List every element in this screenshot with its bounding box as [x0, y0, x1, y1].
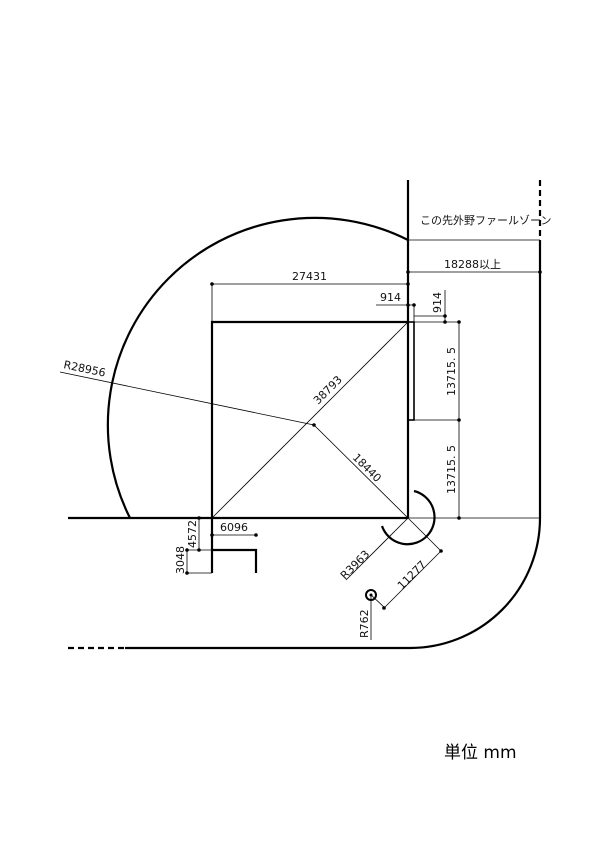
home-plate-arc [380, 489, 436, 546]
outfield-fence-arc [106, 216, 409, 519]
coach-box [210, 518, 258, 573]
diagonal-line [211, 321, 409, 519]
dim-13715-top-label: 13715. 5 [445, 347, 458, 396]
dim-13715-bottom-label: 13715. 5 [445, 445, 458, 494]
unit-label: 単位 mm [444, 743, 517, 763]
dim-27431-label: 27431 [292, 270, 327, 283]
dim-r762-label: R762 [358, 609, 371, 638]
dim-914-h-label: 914 [380, 291, 401, 304]
dim-11277-label: 11277 [395, 558, 429, 592]
first-base-bag [407, 321, 415, 421]
dim-4572-label: 4572 [186, 520, 199, 548]
outer-boundary [125, 240, 542, 650]
dim-3048-label: 3048 [174, 546, 187, 574]
dim-18288-label: 18288以上 [444, 258, 501, 271]
foul-zone-label: この先外野ファールゾーン [420, 214, 551, 227]
dim-6096-label: 6096 [220, 521, 248, 534]
dim-r3963-label: R3963 [338, 548, 372, 582]
dim-r28956-label: R28956 [62, 358, 106, 379]
dim-18440-label: 18440 [350, 451, 384, 485]
dim-914-v-label: 914 [431, 292, 444, 313]
